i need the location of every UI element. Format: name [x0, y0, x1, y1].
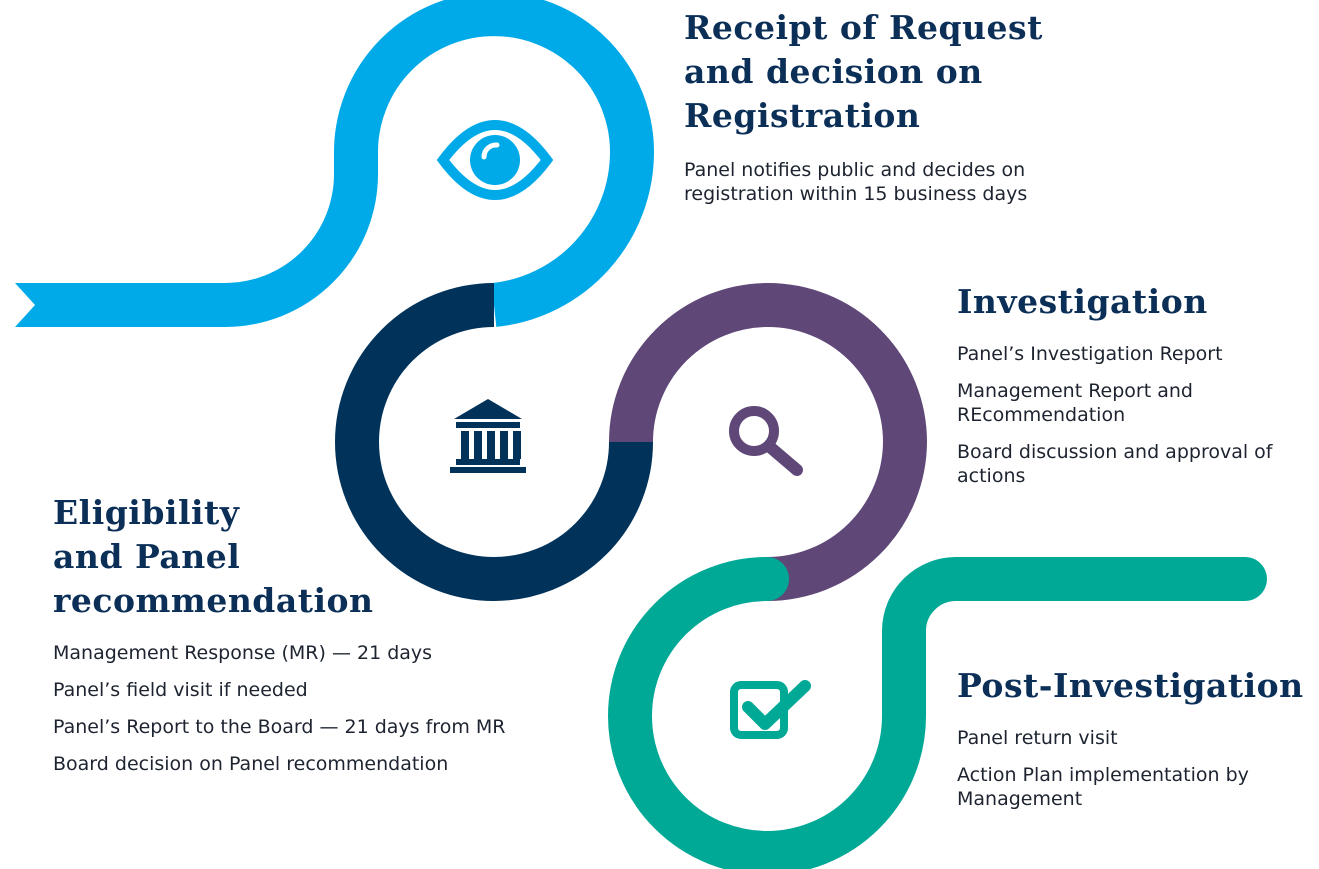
stage-item: Action Plan implementation by Management [957, 764, 1249, 810]
receipt-track [224, 0, 655, 327]
stage-title: Eligibility and Panel recommendation [53, 491, 613, 623]
magnifier-icon [729, 406, 803, 476]
institution-icon [450, 399, 526, 473]
title-line: and decision on [684, 52, 983, 91]
stage-post-investigation: Post-Investigation Panel return visit Ac… [957, 664, 1317, 824]
ribbon-tail [15, 283, 225, 327]
stage-item: Panel return visit [957, 727, 1118, 749]
stage-item: Management Response (MR) — 21 days [53, 642, 433, 664]
stage-investigation: Investigation Panel’s Investigation Repo… [957, 280, 1317, 501]
title-line: Post-Investigation [957, 666, 1304, 705]
eligibility-track [335, 283, 653, 601]
investigation-track [609, 283, 928, 601]
post-investigation-track [608, 557, 1267, 869]
eye-icon [436, 120, 554, 200]
stage-item: Panel’s field visit if needed [53, 679, 308, 701]
stage-item: Panel’s Report to the Board — 21 days fr… [53, 716, 506, 738]
stage-item: Panel’s Investigation Report [957, 343, 1223, 365]
title-line: Receipt of Request [684, 8, 1043, 47]
title-line: Eligibility [53, 493, 240, 532]
stage-receipt: Receipt of Request and decision on Regis… [684, 6, 1124, 219]
stage-item: Panel notifies public and decides on reg… [684, 159, 1028, 205]
stage-title: Post-Investigation [957, 664, 1317, 708]
title-line: recommendation [53, 581, 374, 620]
stage-eligibility: Eligibility and Panel recommendation Man… [53, 491, 613, 789]
title-line: and Panel [53, 537, 241, 576]
stage-item: Board decision on Panel recommendation [53, 753, 449, 775]
stage-item: Management Report and REcommendation [957, 380, 1193, 426]
stage-item: Board discussion and approval of actions [957, 441, 1273, 487]
stage-title: Investigation [957, 280, 1317, 324]
stage-title: Receipt of Request and decision on Regis… [684, 6, 1124, 138]
title-line: Registration [684, 96, 921, 135]
title-line: Investigation [957, 282, 1208, 321]
checkbox-icon [730, 680, 811, 739]
